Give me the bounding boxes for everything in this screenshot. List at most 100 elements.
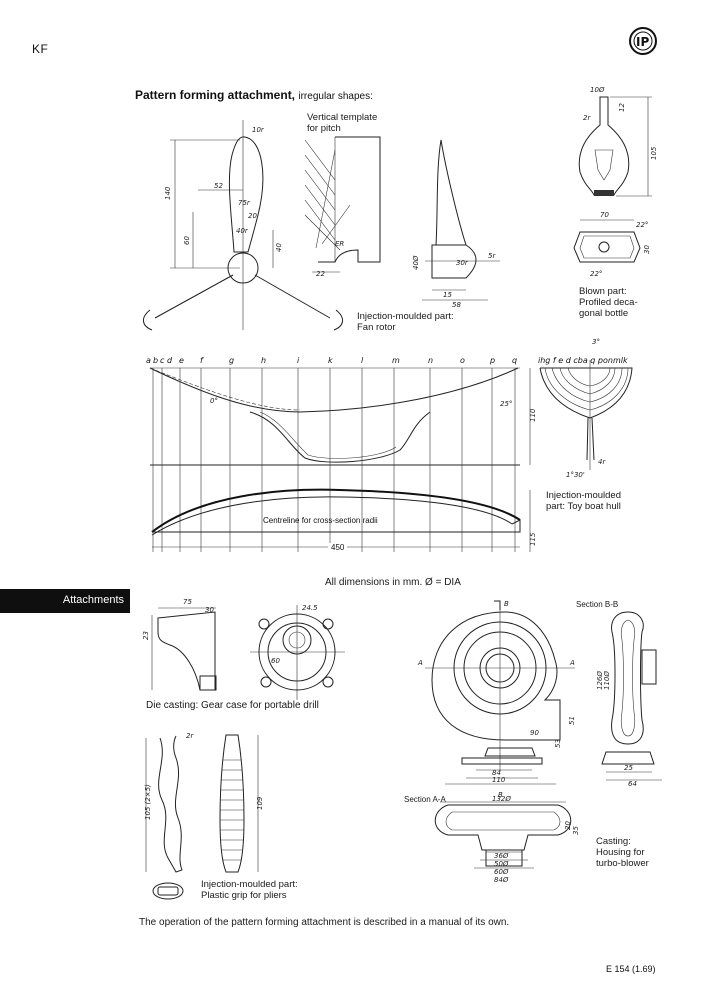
footer-note: The operation of the pattern forming att…	[139, 917, 510, 928]
blade-profile-drawing: 15 58 40Ø 30r 5r	[412, 139, 500, 309]
svg-text:109: 109	[256, 796, 264, 810]
svg-text:70: 70	[600, 211, 609, 219]
svg-text:60: 60	[271, 657, 280, 665]
caption-line: Housing for	[596, 846, 645, 858]
page-title-rest: irregular shapes:	[298, 91, 373, 102]
svg-text:10Ø: 10Ø	[590, 86, 605, 94]
station-label: o	[460, 356, 465, 365]
caption-line: Plastic grip for pliers	[201, 889, 287, 901]
svg-text:140: 140	[164, 186, 172, 200]
station-label: i	[297, 356, 300, 365]
company-logo: IP	[629, 27, 657, 55]
page-title: Pattern forming attachment, irregular sh…	[135, 88, 373, 102]
caption-line: gonal bottle	[579, 307, 629, 319]
svg-text:35: 35	[572, 826, 580, 835]
svg-text:12: 12	[618, 103, 626, 112]
svg-text:A: A	[569, 659, 575, 667]
pitch-template-drawing: ER 22	[304, 136, 381, 278]
svg-text:ER: ER	[335, 240, 344, 248]
caption-line: Injection-moulded	[546, 490, 621, 501]
svg-text:IP: IP	[636, 35, 649, 49]
caption-line: Injection-moulded part:	[201, 879, 298, 890]
hull-section-drawing: 3° 4r 1°30'	[539, 338, 633, 479]
section-aa-drawing: 132Ø 36Ø 50Ø 60Ø 84Ø 35 20	[434, 795, 580, 884]
svg-text:58: 58	[452, 301, 461, 309]
svg-text:64: 64	[628, 780, 637, 788]
page-title-bold: Pattern forming attachment,	[135, 88, 296, 102]
svg-text:22: 22	[316, 270, 325, 278]
svg-text:A: A	[417, 659, 423, 667]
svg-text:40: 40	[275, 243, 283, 252]
svg-text:5r: 5r	[488, 252, 496, 260]
svg-text:105: 105	[650, 146, 658, 160]
svg-text:40r: 40r	[236, 227, 249, 235]
svg-text:25°: 25°	[500, 400, 512, 408]
section-bb-label: Section B-B	[576, 600, 619, 609]
svg-text:30r: 30r	[456, 259, 469, 267]
svg-text:30: 30	[205, 606, 214, 614]
station-label: k	[328, 356, 333, 365]
svg-text:60Ø: 60Ø	[494, 868, 509, 876]
svg-text:22°: 22°	[636, 221, 648, 229]
caption-line: Profiled deca-	[579, 296, 638, 308]
svg-text:2r: 2r	[186, 732, 194, 740]
hull-stations: a b c d e f g h i k l m n o p q ihg f e …	[0, 356, 701, 368]
svg-text:126Ø: 126Ø	[596, 671, 604, 690]
svg-text:110: 110	[492, 776, 506, 784]
section-bb-drawing: 25 64 126Ø 110Ø	[596, 611, 662, 788]
svg-text:75r: 75r	[238, 199, 251, 207]
turbo-blower-caption: Casting: Housing for turbo-blower	[596, 836, 649, 870]
svg-text:40Ø: 40Ø	[412, 255, 420, 270]
attachments-tab-label: Attachments	[62, 594, 124, 606]
caption-line: Casting:	[596, 836, 631, 847]
svg-text:4r: 4r	[598, 458, 606, 466]
hull-length-dim: 450	[328, 543, 348, 552]
svg-text:90: 90	[530, 729, 539, 737]
svg-text:132Ø: 132Ø	[492, 795, 511, 803]
plastic-grip-drawing: 105 (2×5) 2r 109	[144, 732, 264, 900]
svg-text:24.5: 24.5	[302, 604, 318, 612]
caption-line: Injection-moulded part:	[357, 311, 454, 322]
caption-line: Vertical template	[307, 112, 378, 123]
station-label: f	[200, 356, 203, 365]
boat-hull-caption: Injection-moulded part: Toy boat hull	[546, 490, 621, 513]
station-label: l	[361, 356, 364, 365]
caption-line: Fan rotor	[357, 321, 396, 333]
caption-line: for pitch	[307, 122, 341, 134]
units-note: All dimensions in mm. Ø = DIA	[325, 577, 461, 588]
station-label: b	[153, 356, 159, 365]
svg-text:84: 84	[492, 769, 501, 777]
station-label: q	[512, 356, 518, 365]
svg-text:20: 20	[564, 821, 572, 830]
svg-text:52: 52	[214, 182, 223, 190]
centreline-label: Centreline for cross-section radii	[263, 516, 378, 525]
svg-text:84Ø: 84Ø	[494, 876, 509, 884]
svg-text:105 (2×5): 105 (2×5)	[144, 784, 152, 820]
gear-case-caption: Die casting: Gear case for portable dril…	[146, 700, 319, 711]
station-label: e	[179, 356, 184, 365]
svg-text:75: 75	[183, 598, 192, 606]
boat-hull-drawing: 110 115 0° 25°	[149, 367, 537, 552]
station-label: a	[146, 356, 151, 365]
station-label: g	[229, 356, 235, 365]
svg-text:22°: 22°	[590, 270, 602, 278]
svg-text:15: 15	[443, 291, 452, 299]
station-label: d	[167, 356, 173, 365]
station-label: m	[392, 356, 400, 365]
fan-rotor-drawing: 10r 52 75r 20 40r 140 60 40	[143, 120, 343, 331]
fan-rotor-caption: Injection-moulded part: Fan rotor	[357, 311, 454, 334]
svg-text:53: 53	[554, 739, 562, 748]
attachments-tab: Attachments	[0, 589, 130, 613]
svg-text:30: 30	[643, 245, 651, 254]
svg-text:1°30': 1°30'	[566, 471, 585, 479]
vertical-template-caption: Vertical template for pitch	[307, 112, 378, 135]
plastic-grip-caption: Injection-moulded part: Plastic grip for…	[201, 879, 298, 902]
page-reference: E 154 (1.69)	[606, 964, 656, 974]
station-label: n	[428, 356, 434, 365]
caption-line: turbo-blower	[596, 857, 649, 869]
svg-text:B: B	[498, 791, 503, 799]
bottle-caption: Blown part: Profiled deca- gonal bottle	[579, 286, 638, 320]
bottle-drawing: 10Ø 12 105 2r 70 22° 30 22°	[573, 86, 658, 278]
svg-text:50Ø: 50Ø	[494, 860, 509, 868]
svg-text:115: 115	[529, 532, 537, 546]
